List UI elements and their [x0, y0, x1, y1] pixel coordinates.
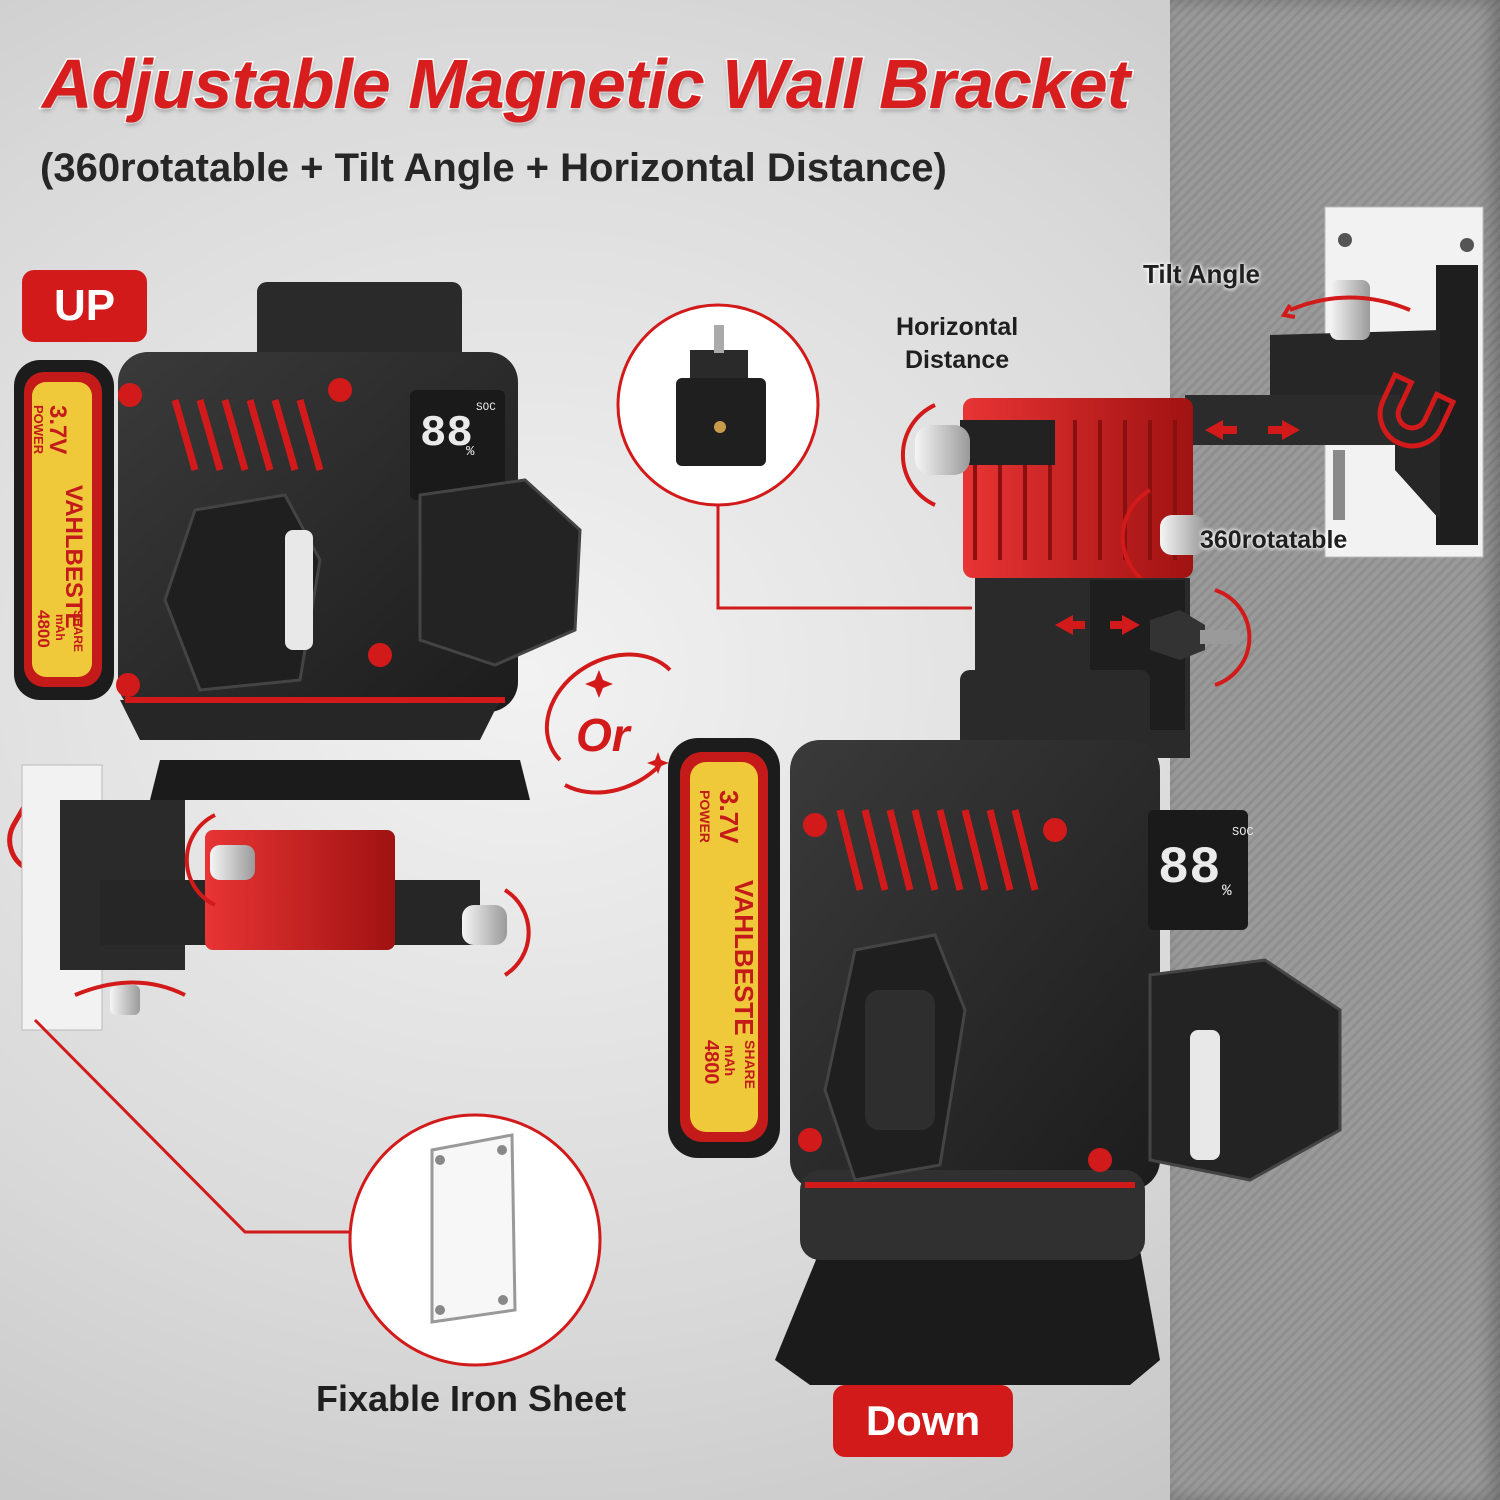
horizontal-distance-label: Horizontal Distance [896, 311, 1018, 377]
horizontal-distance-line1: Horizontal [896, 313, 1019, 341]
up-badge: UP [22, 270, 147, 342]
iron-sheet-label: Fixable Iron Sheet [316, 1378, 627, 1419]
or-label: Or [576, 709, 630, 761]
callout-iron-sheet [33, 1018, 602, 1367]
horizontal-arrows-icon [1205, 420, 1300, 440]
battery-unit: mAh [722, 1045, 738, 1076]
display-percent: % [1222, 882, 1232, 900]
tilt-rotate-arrow-icon [1280, 295, 1411, 319]
laser-level-down [668, 670, 1342, 1385]
battery-capacity: 4800 [34, 610, 53, 648]
page-title: Adjustable Magnetic Wall Bracket [40, 44, 1131, 125]
rotate-arrow-icon [74, 813, 531, 997]
or-swirl-icon [544, 652, 672, 795]
battery-capacity: 4800 [700, 1040, 722, 1085]
horizontal-distance-line2: Distance [905, 346, 1010, 374]
magnet-icon [1377, 371, 1457, 449]
battery-text-up: 3.7V POWER VAHLBESTE 4800 mAh SHARE [31, 405, 87, 652]
callout-clamp [616, 303, 972, 610]
wall-plate [1324, 206, 1484, 558]
display-value: 88 [1158, 839, 1220, 898]
battery-power: POWER [31, 405, 46, 455]
rotating-knob [915, 398, 1205, 578]
page-subtitle: (360rotatable + Tilt Angle + Horizontal … [40, 146, 947, 190]
display-soc: SOC [476, 402, 496, 414]
battery-power: POWER [697, 790, 713, 843]
battery-brand: VAHLBESTE [60, 485, 87, 629]
lens-window-right [1148, 958, 1342, 1182]
battery-voltage: 3.7V [44, 405, 71, 454]
battery-brand: VAHLBESTE [729, 880, 759, 1036]
rotatable-label: 360rotatable [1200, 526, 1348, 554]
down-badge: Down [833, 1385, 1013, 1457]
laser-level-up [14, 282, 582, 800]
display-percent: % [466, 444, 475, 460]
battery-share: SHARE [71, 610, 85, 652]
display-up: 88 % SOC [420, 402, 496, 460]
bracket-up [21, 764, 507, 1031]
rotate-arrow-icon [900, 403, 1252, 687]
battery-voltage: 3.7V [714, 790, 744, 844]
battery-unit: mAh [53, 614, 67, 641]
display-soc: SOC [1232, 825, 1254, 839]
battery-text-down: 3.7V POWER VAHLBESTE 4800 mAh SHARE [697, 790, 759, 1089]
battery-share: SHARE [742, 1040, 758, 1089]
display-value: 88 [420, 409, 473, 459]
tilt-angle-label: Tilt Angle [1143, 259, 1260, 289]
lens-window-left [823, 933, 967, 1182]
display-down: 88 % SOC [1158, 825, 1254, 900]
